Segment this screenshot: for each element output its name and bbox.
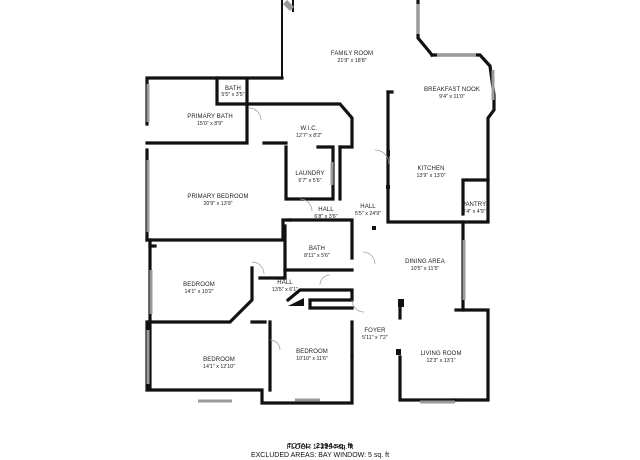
- room-name: BATH: [225, 86, 241, 92]
- room-name: HALL: [318, 207, 334, 213]
- room-dimensions: 14'1" x 10'2": [184, 289, 213, 295]
- room-name: W.I.C.: [301, 126, 318, 132]
- interior-walls: [145, 76, 490, 392]
- room-name: HALL: [277, 280, 293, 286]
- room-name: KITCHEN: [417, 166, 444, 172]
- room-dimensions: 5'11" x 7'2": [362, 335, 388, 341]
- room-dimensions: 4'4" x 4'9": [462, 209, 485, 215]
- room-name: BREAKFAST NOOK: [424, 87, 480, 93]
- room-name: BATH: [309, 246, 325, 252]
- room-dimensions: 13'5" x 6'1": [272, 287, 298, 293]
- room-name: BEDROOM: [296, 349, 328, 355]
- room-dimensions: 20'9" x 13'9": [203, 201, 232, 207]
- door-swings: [248, 107, 390, 351]
- floor-area: FLOOR 1: 2194 sq. ft: [286, 444, 354, 451]
- fixtures: [288, 150, 404, 355]
- room-dimensions: 5'5" x 24'9": [355, 211, 381, 217]
- room-name: BEDROOM: [183, 282, 215, 288]
- total-area: TOTAL: 2194 sq. ft: [0, 435, 640, 453]
- room-dimensions: 9'4" x 11'0": [439, 94, 465, 100]
- room-dimensions: 14'1" x 12'10": [203, 364, 235, 370]
- room-name: PRIMARY BEDROOM: [187, 194, 248, 200]
- windows: [146, 4, 495, 404]
- room-dimensions: 15'0" x 8'9": [197, 121, 223, 127]
- room-name: LIVING ROOM: [420, 351, 461, 357]
- room-dimensions: 12'7" x 8'2": [296, 133, 322, 139]
- room-dimensions: 5'5" x 3'5": [221, 92, 244, 98]
- room-name: PRIMARY BATH: [187, 114, 233, 120]
- room-name: LAUNDRY: [295, 171, 324, 177]
- room-name: HALL: [360, 204, 376, 210]
- room-dimensions: 10'5" x 11'5": [411, 266, 440, 272]
- room-dimensions: 6'7" x 5'6": [298, 178, 321, 184]
- room-dimensions: 6'8" x 3'6": [314, 214, 337, 220]
- room-labels: FAMILY ROOM 21'9" x 18'8" BREAKFAST NOOK…: [183, 51, 486, 370]
- total-value: 2194 sq. ft: [315, 441, 353, 450]
- room-name: BEDROOM: [203, 357, 235, 363]
- room-dimensions: 12'3" x 13'1": [426, 358, 455, 364]
- room-name: FOYER: [364, 328, 386, 334]
- room-name: PANTRY: [462, 202, 486, 208]
- total-label: TOTAL:: [287, 443, 312, 450]
- room-dimensions: 8'11" x 5'6": [304, 253, 330, 259]
- room-dimensions: 10'10" x 11'6": [296, 356, 328, 362]
- exterior-walls: [145, 0, 496, 405]
- room-name: DINING AREA: [405, 259, 445, 265]
- room-dimensions: 13'9" x 13'0": [416, 173, 445, 179]
- room-name: FAMILY ROOM: [331, 51, 373, 57]
- excluded-areas: EXCLUDED AREAS: BAY WINDOW: 5 sq. ft: [250, 452, 390, 459]
- room-dimensions: 21'9" x 18'8": [337, 58, 366, 64]
